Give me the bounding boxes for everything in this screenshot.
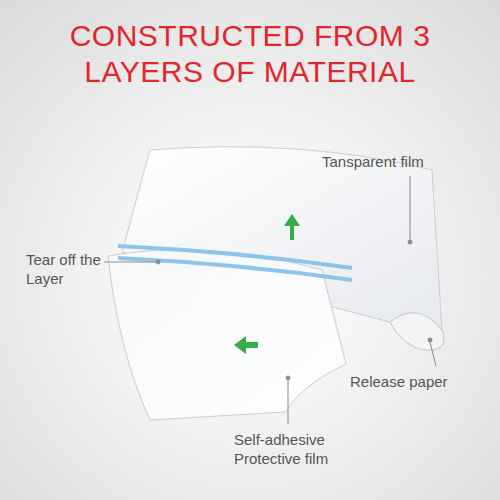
tear-strip	[118, 258, 352, 280]
part-label: Tear off the Layer	[26, 250, 106, 288]
release-paper	[390, 313, 444, 350]
part-label: Release paper	[350, 372, 480, 391]
direction-arrow	[234, 336, 258, 354]
title: CONSTRUCTED FROM 3 LAYERS OF MATERIAL	[20, 18, 480, 90]
direction-arrow	[284, 214, 300, 240]
part-label: Self-adhesive Protective film	[234, 430, 374, 468]
part-label: Tansparent film	[322, 152, 472, 171]
